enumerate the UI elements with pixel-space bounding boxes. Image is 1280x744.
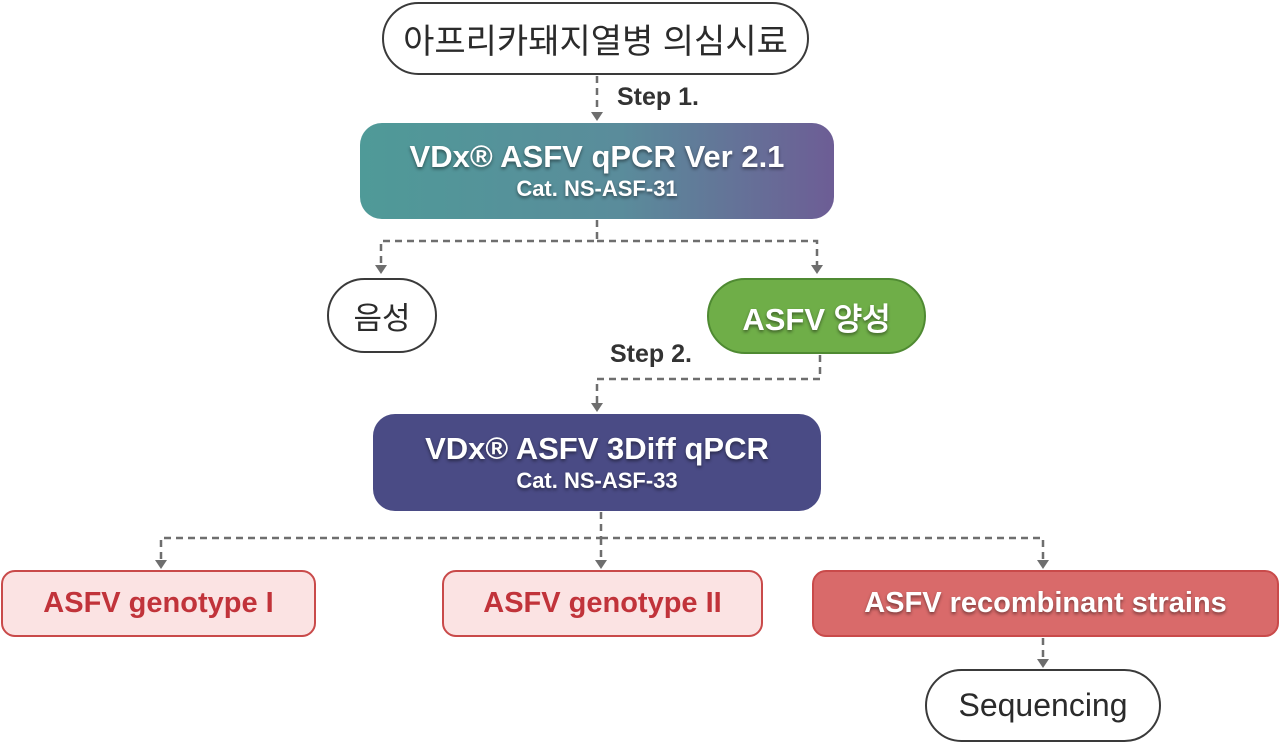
node-step1-kit: VDx® ASFV qPCR Ver 2.1 Cat. NS-ASF-31 — [360, 123, 834, 219]
node-sequencing: Sequencing — [925, 669, 1161, 742]
edge-step1-to-positive — [597, 239, 819, 267]
node-label: ASFV genotype II — [483, 587, 722, 619]
node-negative: 음성 — [327, 278, 437, 353]
arrowhead — [591, 112, 603, 121]
kit-catalog: Cat. NS-ASF-31 — [516, 176, 678, 201]
arrowhead — [811, 265, 823, 274]
node-genotype-1: ASFV genotype I — [1, 570, 316, 637]
step-1-label: Step 1. — [617, 83, 699, 111]
edge-step1-to-negative — [379, 220, 599, 267]
node-asfv-positive: ASFV 양성 — [707, 278, 926, 354]
arrowhead — [591, 403, 603, 412]
node-suspected-sample: 아프리카돼지열병 의심시료 — [382, 2, 809, 75]
arrowhead — [595, 560, 607, 569]
node-step2-kit: VDx® ASFV 3Diff qPCR Cat. NS-ASF-33 — [373, 414, 821, 511]
edge-step2-to-genotype1 — [159, 512, 603, 560]
kit-title: VDx® ASFV 3Diff qPCR — [425, 430, 769, 466]
node-genotype-2: ASFV genotype II — [442, 570, 763, 637]
arrowhead — [375, 265, 387, 274]
arrowhead — [1037, 560, 1049, 569]
arrowhead — [155, 560, 167, 569]
node-label: ASFV genotype I — [43, 587, 274, 619]
node-label: 음성 — [353, 301, 411, 336]
node-label: 아프리카돼지열병 의심시료 — [403, 23, 788, 61]
node-label: Sequencing — [958, 687, 1128, 723]
step-2-label: Step 2. — [610, 340, 692, 368]
kit-title: VDx® ASFV qPCR Ver 2.1 — [409, 139, 785, 174]
node-label: ASFV 양성 — [742, 301, 891, 337]
node-recombinant-strains: ASFV recombinant strains — [812, 570, 1279, 637]
arrowhead — [1037, 659, 1049, 668]
edge-step2-to-recombinant — [601, 536, 1045, 560]
node-label: ASFV recombinant strains — [864, 587, 1227, 619]
kit-catalog: Cat. NS-ASF-33 — [516, 467, 678, 493]
